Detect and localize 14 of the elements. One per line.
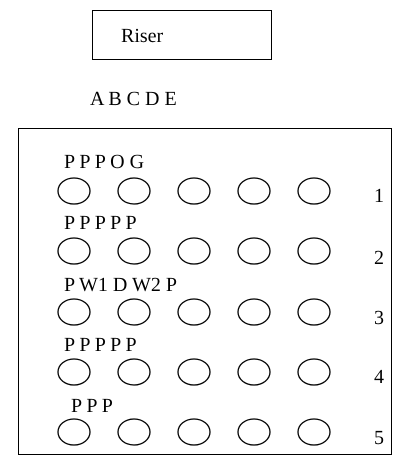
row-letters: P P P O G bbox=[64, 152, 144, 172]
label-box bbox=[92, 10, 272, 60]
row-number: 1 bbox=[374, 186, 384, 206]
box-label: Riser bbox=[121, 26, 164, 46]
column-letters: A B C D E bbox=[90, 89, 177, 109]
row-letters: P P P bbox=[71, 396, 113, 416]
row-letters: P W1 D W2 P bbox=[64, 275, 177, 295]
row-number: 4 bbox=[374, 367, 384, 387]
row-number: 3 bbox=[374, 308, 384, 328]
row-number: 2 bbox=[374, 248, 384, 268]
row-letters: P P P P P bbox=[64, 335, 137, 355]
row-letters: P P P P P bbox=[64, 213, 137, 233]
grid-frame bbox=[18, 128, 392, 455]
row-number: 5 bbox=[374, 428, 384, 448]
